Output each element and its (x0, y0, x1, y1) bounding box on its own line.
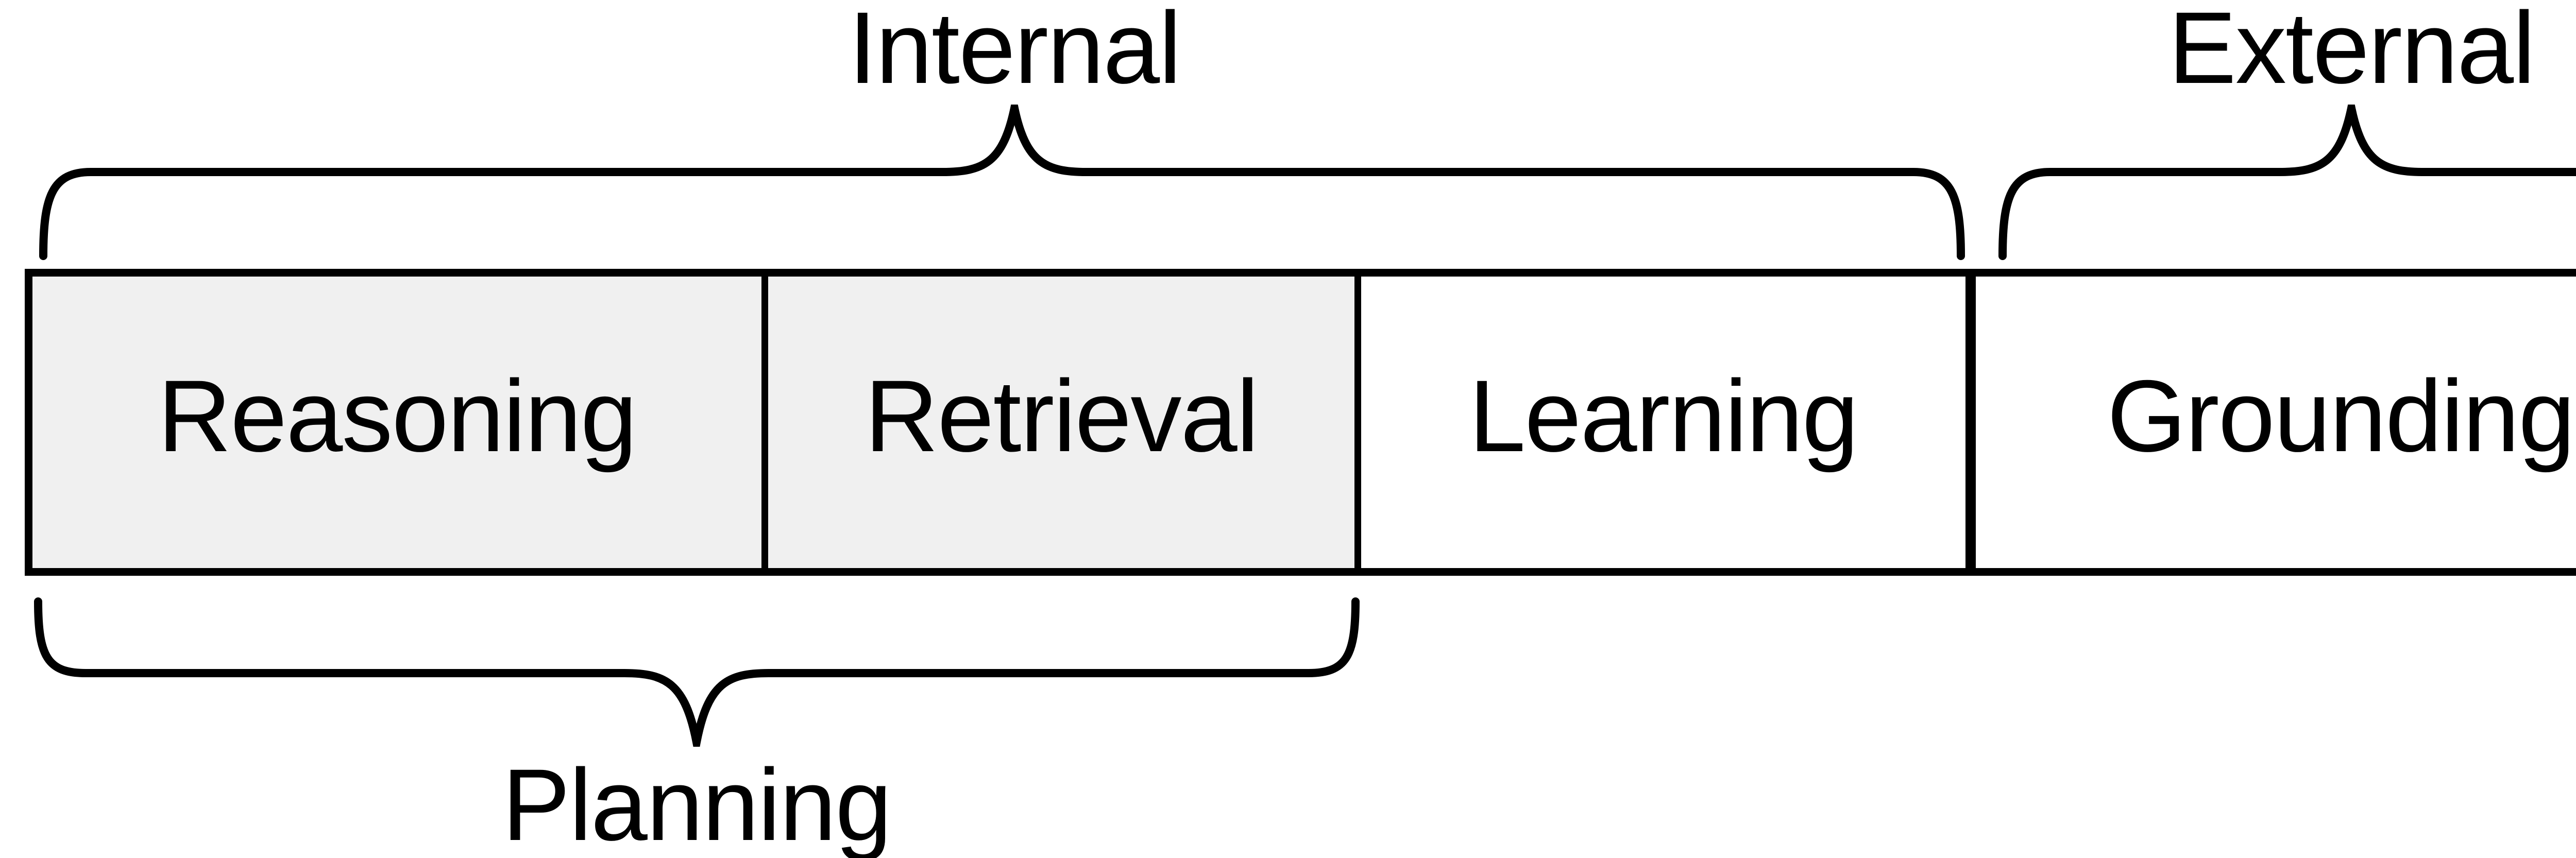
external-brace-path (1998, 105, 2576, 260)
cell-reasoning-label: Reasoning (158, 359, 637, 473)
cell-grounding: Grounding (1976, 277, 2576, 568)
divider-reasoning-retrieval (761, 277, 768, 568)
divider-retrieval-learning (1354, 277, 1361, 568)
cell-grounding-label: Grounding (2107, 359, 2575, 473)
internal-brace-path (39, 105, 1965, 260)
internal-group-label: Internal (848, 0, 1181, 105)
cell-retrieval: Retrieval (768, 277, 1354, 568)
cell-learning-label: Learning (1469, 359, 1859, 473)
planning-brace (34, 597, 1360, 747)
external-group-label: External (2168, 0, 2535, 105)
internal-brace (39, 105, 1965, 260)
planning-brace-path (34, 597, 1360, 747)
cell-reasoning: Reasoning (32, 277, 761, 568)
external-brace (1998, 105, 2576, 260)
cell-learning: Learning (1361, 277, 1965, 568)
divider-learning-grounding (1965, 277, 1976, 568)
planning-group-label: Planning (502, 748, 892, 858)
cell-retrieval-label: Retrieval (865, 359, 1259, 473)
capability-bar: Reasoning Retrieval Learning Grounding (25, 269, 2576, 576)
